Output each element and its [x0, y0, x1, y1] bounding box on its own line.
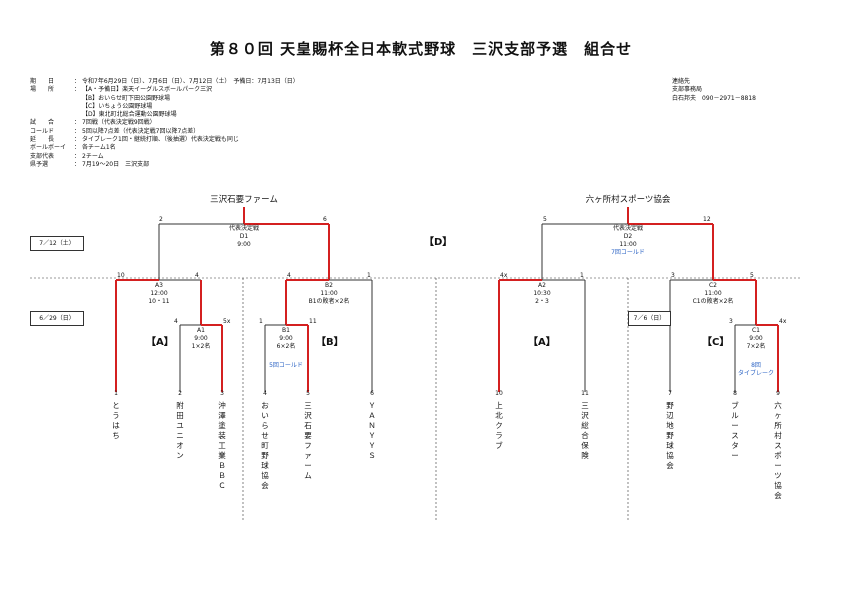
tournament-info: 期 日：令和7年6月29日（日）、7月6日（日）、7月12日（土） 予備日：7月…: [30, 78, 299, 169]
team-seed: 10: [495, 390, 503, 397]
contact-line: 白石邦夫 090－2971－8818: [672, 94, 756, 102]
venue-a-right: 【A】: [528, 337, 556, 348]
team-seed: 6: [370, 390, 374, 397]
venue-d: 【D】: [424, 237, 453, 248]
score: 1: [367, 272, 371, 279]
info-row: ボールボーイ：各チーム1名: [30, 144, 116, 152]
team-seed: 3: [220, 390, 224, 397]
info-row: 【B】おいらせ町下田公園野球場: [82, 94, 170, 102]
info-row: 試 合：7回戦（代表決定戦9回戦）: [30, 119, 156, 127]
venue-a-left: 【A】: [146, 337, 174, 348]
page-title: 第８０回 天皇賜杯全日本軟式野球 三沢支部予選 組合せ: [209, 40, 633, 58]
team-seed: 4: [263, 390, 267, 397]
score: 4x: [500, 272, 508, 279]
score: 3: [671, 272, 675, 279]
info-row: 支部代表：2チーム: [30, 152, 104, 160]
score: 3: [729, 318, 733, 325]
score: 4: [195, 272, 199, 279]
team-name: とうはち: [112, 401, 120, 440]
team-name: 三沢総合保険: [581, 401, 589, 460]
team-seed: 9: [776, 390, 780, 397]
winner-right: 六ヶ所村スポーツ協会: [585, 195, 671, 205]
team-seed: 2: [178, 390, 182, 397]
contact-info: 連絡先 支部事務局 白石邦夫 090－2971－8818: [672, 78, 756, 103]
date-label-7-12: 7／12（土）: [30, 236, 84, 251]
score: 5: [543, 216, 547, 223]
info-row: 期 日：令和7年6月29日（日）、7月6日（日）、7月12日（土） 予備日：7月…: [30, 78, 299, 85]
team-seed: 7: [668, 390, 672, 397]
score: 4x: [779, 318, 787, 325]
team-seed: 11: [581, 390, 589, 397]
score: 4: [287, 272, 291, 279]
team-seed: 1: [114, 390, 118, 397]
score: 11: [309, 318, 317, 325]
score: 4: [174, 318, 178, 325]
score: 2: [159, 216, 163, 223]
team-seed: 8: [733, 390, 737, 397]
score: 6: [323, 216, 327, 223]
team-name: ＹＡＮＹＹＳ: [368, 401, 376, 460]
venue-b: 【B】: [316, 337, 344, 348]
score: 5: [750, 272, 754, 279]
team-name: 沖澤塗装工業ＢＢＣ: [218, 401, 226, 490]
venue-c: 【C】: [702, 337, 730, 348]
team-name: 附田ユニオン: [176, 401, 184, 460]
info-row: 県予選：7月19〜20日 三沢支部: [30, 160, 150, 168]
info-row: 【D】東北町北総合運動公園野球場: [82, 111, 177, 119]
date-label-6-29: 6／29（日）: [30, 311, 84, 326]
date-label-7-6: 7／6（日）: [628, 311, 671, 326]
team-name: ブルースター: [731, 401, 739, 460]
team-name: 三沢石要ファーム: [304, 401, 312, 480]
team-name: 上北クラブ: [495, 401, 503, 450]
contact-line: 連絡先: [672, 78, 691, 85]
score: 5x: [223, 318, 231, 325]
winner-left: 三沢石要ファーム: [210, 195, 278, 205]
score: 10: [117, 272, 125, 279]
contact-line: 支部事務局: [672, 86, 703, 94]
info-row: 延 長：タイブレーク1回・継続打順、（後抽選）代表決定戦も同じ: [30, 136, 239, 144]
info-row: 【C】いちょう公園野球場: [82, 102, 153, 110]
score: 1: [580, 272, 584, 279]
team-seed: 5: [306, 390, 310, 397]
info-row: 場 所：【A・予備日】楽天イーグルスボールパーク三沢: [30, 86, 213, 94]
team-name: おいらせ町野球協会: [261, 401, 269, 490]
team-name: 六ヶ所村スポーツ協会: [774, 401, 782, 500]
score: 12: [703, 216, 711, 223]
info-row: コールド：5回以降7点差（代表決定戦7回以降7点差）: [30, 127, 200, 135]
score: 1: [259, 318, 263, 325]
team-name: 野辺地野球協会: [666, 401, 674, 470]
